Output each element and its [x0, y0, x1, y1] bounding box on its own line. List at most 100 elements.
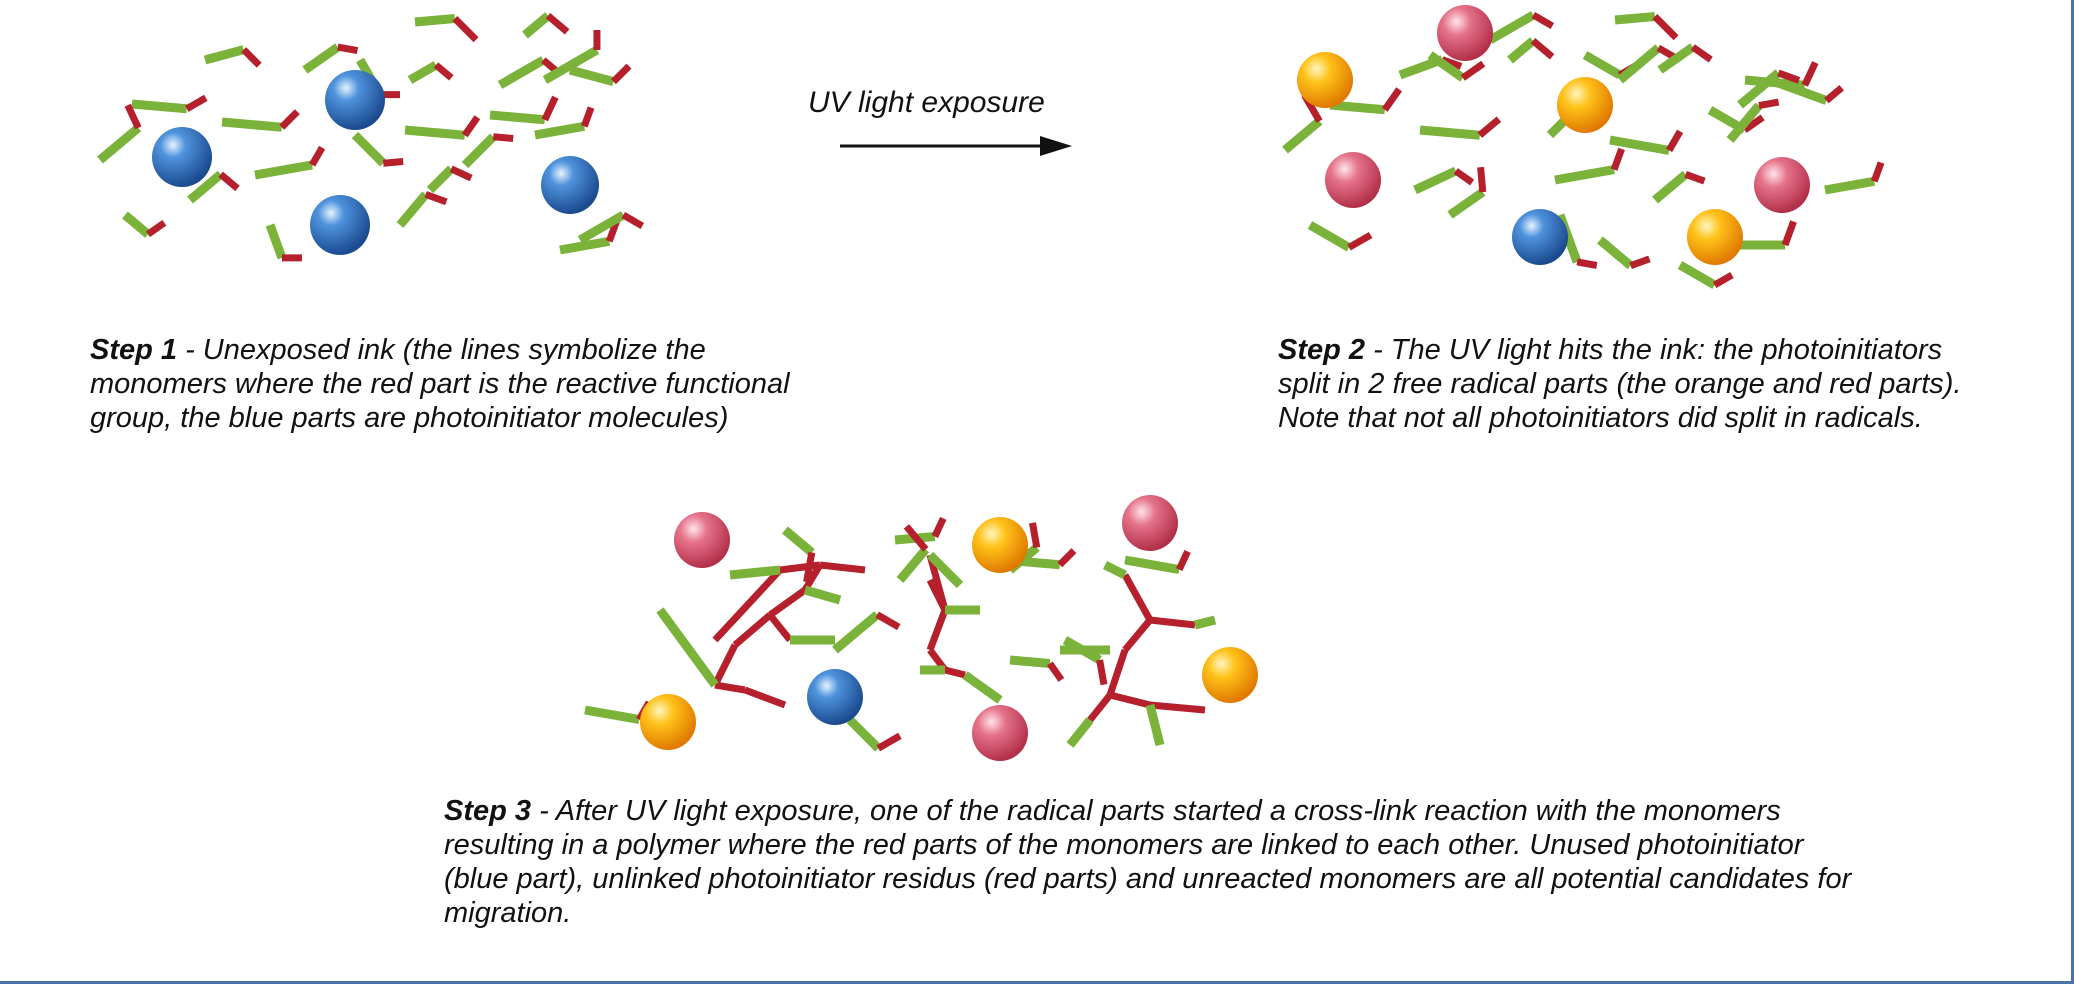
reactive-group — [1781, 220, 1797, 247]
radical-red-ball — [1122, 495, 1178, 551]
reactive-group — [309, 145, 326, 167]
monomer-body — [896, 546, 930, 583]
step2-text: - The UV light hits the ink: the photoin… — [1278, 334, 1962, 434]
reactive-group — [185, 94, 208, 112]
reactive-group — [424, 191, 448, 206]
monomer-body — [426, 165, 455, 194]
monomer-body — [1737, 69, 1782, 109]
monomer-body — [351, 131, 387, 167]
monomer-body — [1677, 261, 1717, 289]
reactive-group — [382, 158, 404, 167]
polymer-link — [732, 612, 773, 648]
step2-caption: Step 2 - The UV light hits the ink: the … — [1278, 333, 1998, 435]
step3-polymer-chain — [656, 551, 1217, 748]
reactive-group — [337, 43, 359, 54]
polymer-link — [801, 563, 824, 592]
reactive-group — [1096, 659, 1108, 686]
polymer-side-chain — [803, 585, 842, 605]
polymer-link — [1122, 617, 1153, 653]
reactive-group — [1477, 116, 1502, 138]
polymer-side-chain — [1145, 703, 1165, 747]
monomer-body — [221, 117, 283, 132]
monomer-body — [846, 716, 882, 752]
polymer-link — [779, 561, 821, 574]
reactive-group — [1690, 44, 1713, 63]
reactive-group — [1460, 60, 1486, 81]
reactive-group — [1477, 166, 1487, 193]
reactive-group — [1742, 114, 1765, 133]
monomer-body — [407, 61, 439, 84]
polymer-link — [767, 612, 793, 643]
monomer-body — [1427, 51, 1466, 82]
polymer-side-chain — [1193, 615, 1217, 630]
monomer-body — [1487, 11, 1536, 44]
monomer-body — [97, 124, 142, 164]
monomer-body — [396, 191, 430, 228]
reactive-group — [1712, 271, 1734, 289]
monomer-body — [568, 65, 615, 86]
photoinitiator-ball — [807, 669, 863, 725]
step1-text: - Unexposed ink (the lines symbolize the… — [90, 334, 790, 434]
step3-caption: Step 3 - After UV light exposure, one of… — [444, 794, 1864, 930]
monomer-body — [497, 56, 546, 89]
step3-particles — [640, 495, 1258, 761]
monomer-body — [1617, 44, 1662, 84]
monomer-body — [187, 170, 224, 204]
reactive-group — [1684, 170, 1706, 185]
monomer-body — [1307, 221, 1352, 252]
polymer-link — [767, 587, 808, 618]
polymer-link — [926, 608, 949, 652]
reactive-group — [903, 524, 929, 552]
reactive-group — [1029, 522, 1041, 549]
reactive-group — [449, 165, 473, 182]
monomer-body — [1652, 170, 1689, 204]
reactive-group — [1576, 258, 1598, 269]
step2-monomers — [1282, 11, 1885, 289]
radical-orange-ball — [972, 517, 1028, 573]
reactive-group — [1870, 161, 1885, 183]
monomer-body — [1447, 188, 1486, 219]
reactive-group — [541, 95, 559, 122]
radical-orange-ball — [1202, 647, 1258, 703]
polymer-link — [1106, 648, 1129, 697]
monomer-body — [1726, 102, 1763, 143]
monomer-body — [1419, 125, 1481, 140]
radical-red-ball — [1754, 157, 1810, 213]
monomer-body — [461, 133, 497, 169]
monomer-body — [1554, 165, 1615, 185]
reactive-group — [931, 516, 947, 538]
photoinitiator-ball — [310, 195, 370, 255]
monomer-body — [1009, 655, 1051, 668]
reactive-group — [279, 109, 300, 130]
step1-photoinitiators — [152, 70, 599, 255]
reactive-group — [433, 62, 454, 81]
reactive-group — [461, 115, 481, 138]
monomer-body — [254, 160, 313, 180]
step3-text: - After UV light exposure, one of the ra… — [444, 795, 1852, 929]
step3-label: Step 3 — [444, 795, 532, 827]
polymer-link — [743, 686, 787, 709]
monomer-body — [577, 211, 626, 244]
monomer-body — [1124, 555, 1180, 574]
arrow-label: UV light exposure — [808, 86, 1045, 119]
monomer-body — [404, 125, 466, 140]
monomer-body — [832, 611, 881, 654]
reactive-group — [452, 16, 479, 43]
radical-orange-ball — [640, 694, 696, 750]
reactive-group — [875, 611, 901, 631]
reactive-group — [1666, 129, 1684, 153]
reactive-group — [492, 133, 514, 142]
monomer-body — [1507, 37, 1536, 64]
photoinitiator-ball — [541, 156, 599, 214]
photoinitiator-ball — [1512, 209, 1568, 265]
reactive-group — [1629, 255, 1651, 270]
polymer-side-chain — [729, 565, 781, 580]
monomer-body — [1282, 117, 1323, 154]
polymer-link — [1087, 692, 1113, 723]
reactive-group — [1801, 61, 1819, 87]
monomer-body — [559, 236, 611, 255]
monomer-body — [1329, 100, 1386, 115]
step2-particles — [1297, 5, 1810, 265]
polymer-side-chain — [1066, 717, 1094, 748]
polymer-link — [1149, 701, 1206, 714]
